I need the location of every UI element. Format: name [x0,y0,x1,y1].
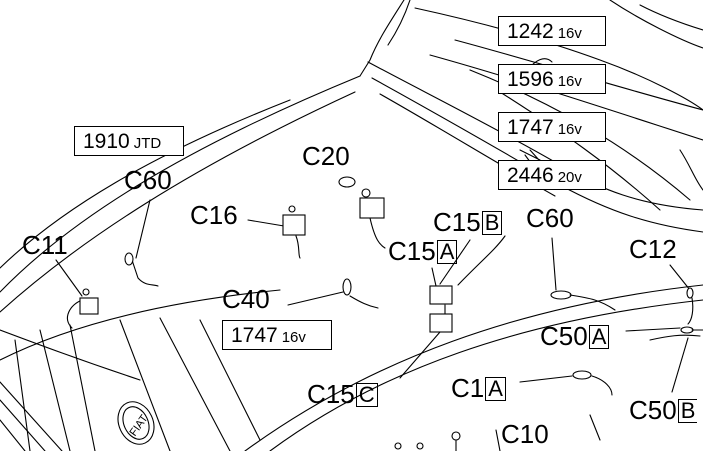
engine-code: 1596 [507,68,554,91]
engine-code: 1910 [83,130,130,153]
connector-glyphs [55,58,703,451]
engine-suffix: JTD [133,135,162,152]
connector-text: C20 [302,141,350,171]
connector-variant-box: B [677,399,698,423]
connector-text: C40 [222,284,270,314]
engine-suffix: 16v [557,121,582,138]
connector-label-c10: C10 [501,420,549,448]
connector-text: C15 [388,236,436,266]
engine-code: 2446 [507,164,554,187]
connector-text: C60 [124,165,172,195]
engine-code: 1747 [231,324,278,347]
connector-variant-box: A [588,325,610,349]
connector-text: C50 [629,395,677,425]
connector-text: C15 [433,207,481,237]
connector-label-c12: C12 [629,235,677,263]
connector-text: C16 [190,200,238,230]
connector-label-c20: C20 [302,142,350,170]
connector-text: C1 [451,373,485,403]
connector-text: C60 [526,203,574,233]
engine-suffix: 16v [557,73,582,90]
connector-label-c60-right: C60 [526,204,574,232]
connector-text: C12 [629,234,677,264]
connector-text: C50 [540,321,588,351]
engine-suffix: 16v [281,329,306,346]
fiat-logo: FIAT [117,401,155,445]
connector-label-c60-left: C60 [124,166,172,194]
connector-label-c11: C11 [22,231,68,259]
connector-variant-box: A [436,240,458,264]
engine-code: 1747 [507,116,554,139]
connector-variant-box: A [485,377,506,401]
connector-text: C15 [307,379,355,409]
engine-suffix: 20v [557,169,582,186]
connector-variant-box: B [481,211,503,235]
connector-label-c40: C40 [222,285,270,313]
connector-text: C10 [501,419,549,449]
connector-label-c16: C16 [190,201,238,229]
engine-suffix: 16v [557,25,582,42]
connector-text: C11 [22,230,68,260]
connector-variant-box: C [355,383,378,407]
engine-code: 1242 [507,20,554,43]
